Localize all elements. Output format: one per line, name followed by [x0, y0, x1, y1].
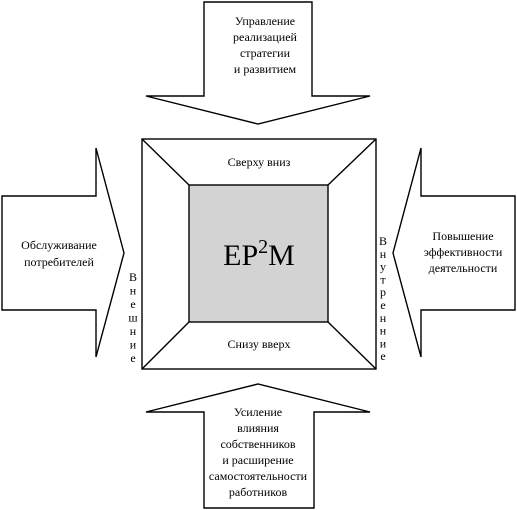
right-vertical-letter: н: [380, 311, 387, 325]
bottom-arrow: [145, 383, 371, 509]
bottom-arrow-line-5: самостоятельности: [209, 469, 308, 483]
left-vertical-letter: ш: [128, 311, 138, 325]
core-label-tail: M: [268, 239, 295, 272]
left-vertical-letter: е: [130, 351, 135, 365]
left-arrow: [1, 147, 125, 358]
core-label-base: EP: [223, 239, 258, 272]
frame-top-label: Сверху вниз: [228, 155, 291, 169]
bottom-arrow-line-2: влияния: [237, 421, 279, 435]
right-arrow-line-2: эффективности: [424, 245, 503, 259]
frame-diagonal-top-left: [141, 138, 190, 186]
right-vertical-letter: н: [380, 247, 387, 261]
frame-bottom-label: Снизу вверх: [228, 337, 291, 351]
frame-diagonal-bottom-left: [141, 321, 190, 370]
left-vertical-letter: н: [130, 324, 137, 338]
top-arrow-line-1: Управление: [235, 14, 295, 28]
right-vertical-letter: В: [379, 234, 387, 248]
left-arrow-line-1: Обслуживание: [21, 238, 97, 252]
core-label: EP2M: [223, 236, 295, 272]
right-vertical-letter: р: [380, 285, 386, 299]
right-vertical-letter: е: [380, 298, 385, 312]
frame-diagonal-bottom-right: [327, 321, 377, 370]
bottom-arrow-line-1: Усиление: [234, 405, 282, 419]
top-arrow: [145, 1, 371, 125]
core-label-sup: 2: [258, 236, 268, 258]
right-vertical-letter: е: [380, 349, 385, 363]
right-vertical-letter: у: [380, 260, 386, 274]
bottom-arrow-line-4: и расширение: [222, 453, 293, 467]
top-arrow-line-2: реализацией: [233, 30, 298, 44]
left-vertical-letter: и: [130, 338, 137, 352]
bottom-arrow-line-6: работников: [229, 485, 288, 499]
top-arrow-line-3: стратегии: [240, 46, 291, 60]
bottom-arrow-line-3: собственников: [220, 437, 295, 451]
left-vertical-letter: В: [129, 270, 137, 284]
top-arrow-line-4: и развитием: [234, 62, 297, 76]
left-vertical-letter: н: [130, 284, 137, 298]
left-vertical-letter: е: [130, 297, 135, 311]
core-square: [188, 184, 329, 323]
right-vertical-letter: н: [380, 324, 387, 338]
right-arrow: [392, 147, 516, 358]
right-vertical-letter: и: [380, 336, 387, 350]
right-vertical-letter: т: [380, 272, 386, 286]
right-arrow-line-1: Повышение: [432, 229, 493, 243]
frame-diagonal-top-right: [327, 138, 377, 186]
right-arrow-line-3: деятельности: [429, 261, 498, 275]
left-arrow-line-2: потребителей: [24, 255, 94, 269]
